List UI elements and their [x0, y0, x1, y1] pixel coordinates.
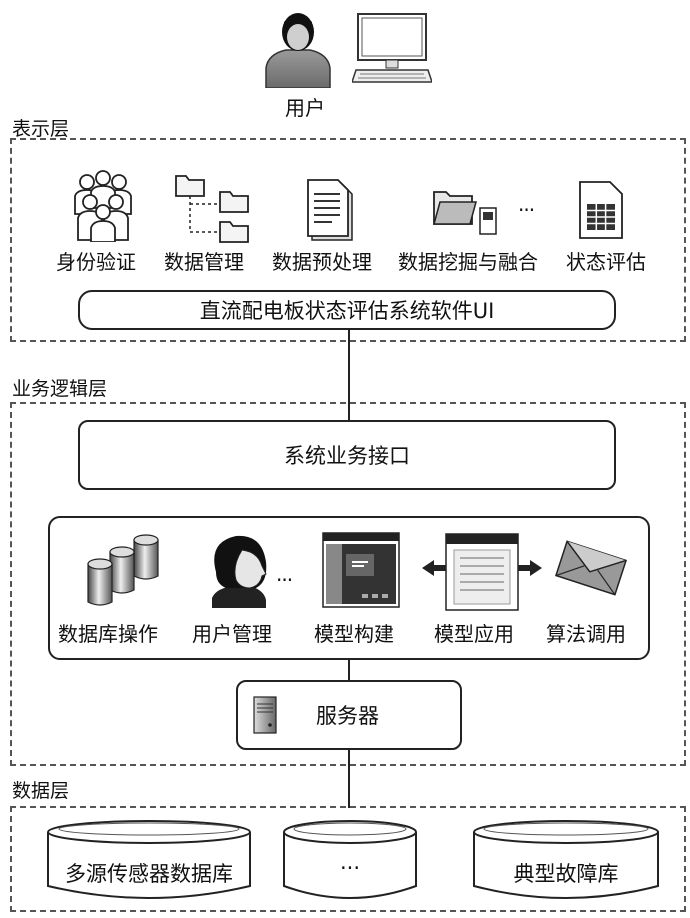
person-portrait-icon: [206, 532, 272, 608]
database-ellipsis: ···: [282, 818, 418, 902]
document-icon: [306, 178, 356, 242]
module-label-mining: 数据挖掘与融合: [398, 250, 538, 274]
ui-box: 直流配电板状态评估系统软件UI: [78, 290, 616, 330]
server-box: 服务器: [236, 680, 462, 750]
server-icon: [252, 695, 278, 735]
module-label-db-ops: 数据库操作: [58, 622, 158, 646]
database-label-multisource: 多源传感器数据库: [65, 862, 233, 886]
database-multisource: 多源传感器数据库: [46, 818, 252, 902]
spreadsheet-icon: [578, 180, 624, 240]
database-label-fault: 典型故障库: [513, 862, 619, 886]
presentation-ellipsis: ···: [518, 198, 535, 222]
database-fault: 典型故障库: [472, 818, 660, 902]
server-label: 服务器: [316, 704, 379, 728]
module-label-model-build: 模型构建: [314, 622, 394, 646]
data-layer-label: 数据层: [12, 780, 70, 802]
interface-box: 系统业务接口: [78, 420, 616, 490]
folder-phone-icon: [432, 186, 502, 236]
connector-modules-server: [348, 660, 350, 680]
module-label-preprocess: 数据预处理: [272, 250, 372, 274]
model-window-icon: [322, 532, 400, 608]
connector-server-data: [348, 750, 350, 808]
data-layer-box: [10, 806, 686, 912]
module-label-auth: 身份验证: [56, 250, 136, 274]
presentation-layer-label: 表示层: [12, 118, 70, 140]
module-label-model-apply: 模型应用: [434, 622, 514, 646]
connector-ui-interface: [348, 330, 350, 420]
module-label-algorithm: 算法调用: [546, 622, 626, 646]
business-ellipsis: ···: [276, 568, 293, 592]
user-label: 用户: [285, 96, 325, 120]
doc-arrows-icon: [420, 532, 544, 612]
database-stack-icon: [84, 532, 164, 608]
people-group-icon: [70, 170, 136, 242]
module-label-data-mgmt: 数据管理: [164, 250, 244, 274]
module-label-user-mgmt: 用户管理: [192, 622, 272, 646]
module-label-evaluation: 状态评估: [566, 250, 646, 274]
business-layer-label: 业务逻辑层: [12, 378, 108, 400]
folder-tree-icon: [174, 172, 258, 244]
database-label-ellipsis: ···: [339, 856, 361, 880]
user-icon: [262, 6, 334, 88]
envelope-icon: [554, 540, 628, 596]
computer-icon: [352, 12, 432, 84]
